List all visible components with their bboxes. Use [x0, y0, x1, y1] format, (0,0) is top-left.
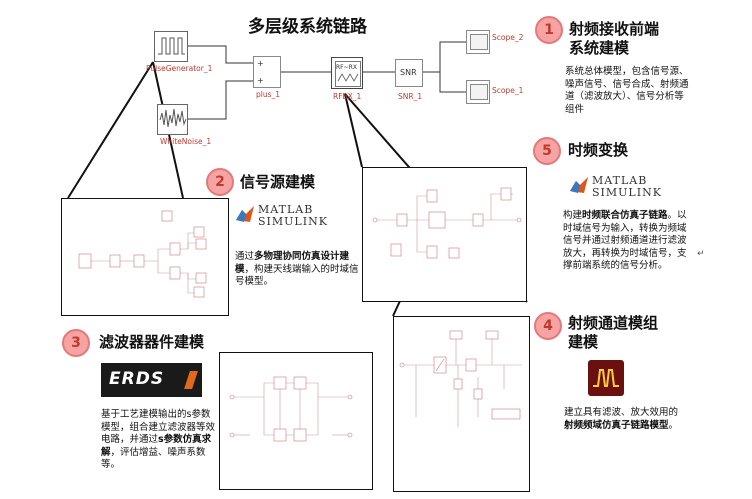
rf-channel-schematic: [399, 330, 522, 427]
snr-inner-text: SNR: [400, 68, 417, 77]
rf-wave-icon: [337, 73, 359, 82]
scope-1-label: Scope_1: [492, 86, 524, 95]
white-noise-block[interactable]: [157, 104, 188, 135]
section-2-badge: 2: [206, 168, 234, 196]
section-5-desc: 构建时频联合仿真子链路。以时域信号为输入，转换为频域信号并通过射频通道进行滤波放…: [563, 210, 687, 271]
section-1-badge: 1: [535, 16, 563, 44]
filter-schematic: [229, 376, 353, 442]
matlab-membrane-icon: [236, 206, 254, 222]
section-1-title: 射频接收前端 系统建模: [569, 20, 660, 57]
section-3-desc: 基于工艺建模输出的s参数模型，组合建立滤波器等效电路，并通过s参数仿真求解，评估…: [101, 409, 216, 470]
matlab-membrane-icon: [570, 177, 588, 193]
page-title: 多层级系统链路: [248, 17, 367, 37]
time-frequency-panel[interactable]: [362, 167, 527, 302]
snr-label: SNR_1: [398, 92, 423, 101]
section-2-title: 信号源建模: [240, 173, 316, 191]
section-3-badge: 3: [62, 329, 90, 357]
rf-box-label: RFBX_1: [333, 92, 362, 101]
scope-2-block[interactable]: [466, 30, 490, 54]
pulse-generator-block[interactable]: [154, 31, 188, 62]
snr-block[interactable]: SNR: [395, 59, 423, 87]
rf-box-block[interactable]: RF~RX: [331, 57, 363, 89]
section-4-badge: 4: [534, 312, 562, 340]
section-1-desc: 系统总体模型，包含信号源、噪声信号、信号合成、射频通道（滤波放大）、信号分析等组…: [565, 66, 689, 115]
plus-block[interactable]: + +: [253, 56, 281, 88]
scope-2-label: Scope_2: [492, 33, 524, 42]
signal-source-schematic: [78, 210, 207, 298]
noise-wave-icon: [159, 108, 187, 128]
section-4-desc: 建立具有滤波、放大效用的射频频域仿真子链路模型。: [564, 407, 679, 431]
section-5-badge: 5: [533, 137, 561, 165]
pulse-generator-label: PulseGenerator_1: [146, 64, 213, 73]
pulse-wave-icon: [158, 37, 185, 55]
time-frequency-schematic: [372, 187, 522, 259]
scope-1-block[interactable]: [466, 80, 490, 104]
section-3-title: 滤波器器件建模: [99, 333, 205, 351]
filter-device-panel[interactable]: [219, 352, 373, 490]
return-mark-icon: ↵: [697, 249, 705, 259]
signal-source-panel[interactable]: [61, 198, 229, 316]
matlab-simulink-logo-1: MATLAB SIMULINK: [236, 204, 328, 228]
rf-app-logo: [588, 360, 624, 396]
plus-label: plus_1: [256, 90, 281, 99]
matlab-simulink-logo-2: MATLAB SIMULINK: [570, 175, 662, 199]
rf-channel-panel[interactable]: [393, 316, 530, 492]
pulse-shape-icon: [593, 369, 619, 387]
section-2-desc: 通过多物理协同仿真设计建模，构建天线端输入的时域信号模型。: [235, 251, 359, 287]
rf-box-inner-text: RF~RX: [336, 64, 357, 71]
white-noise-label: WhiteNoise_1: [160, 137, 212, 146]
erds-logo: ERDS: [101, 363, 202, 397]
section-4-title: 射频通道模组 建模: [568, 314, 659, 351]
section-5-title: 时频变换: [568, 141, 629, 159]
